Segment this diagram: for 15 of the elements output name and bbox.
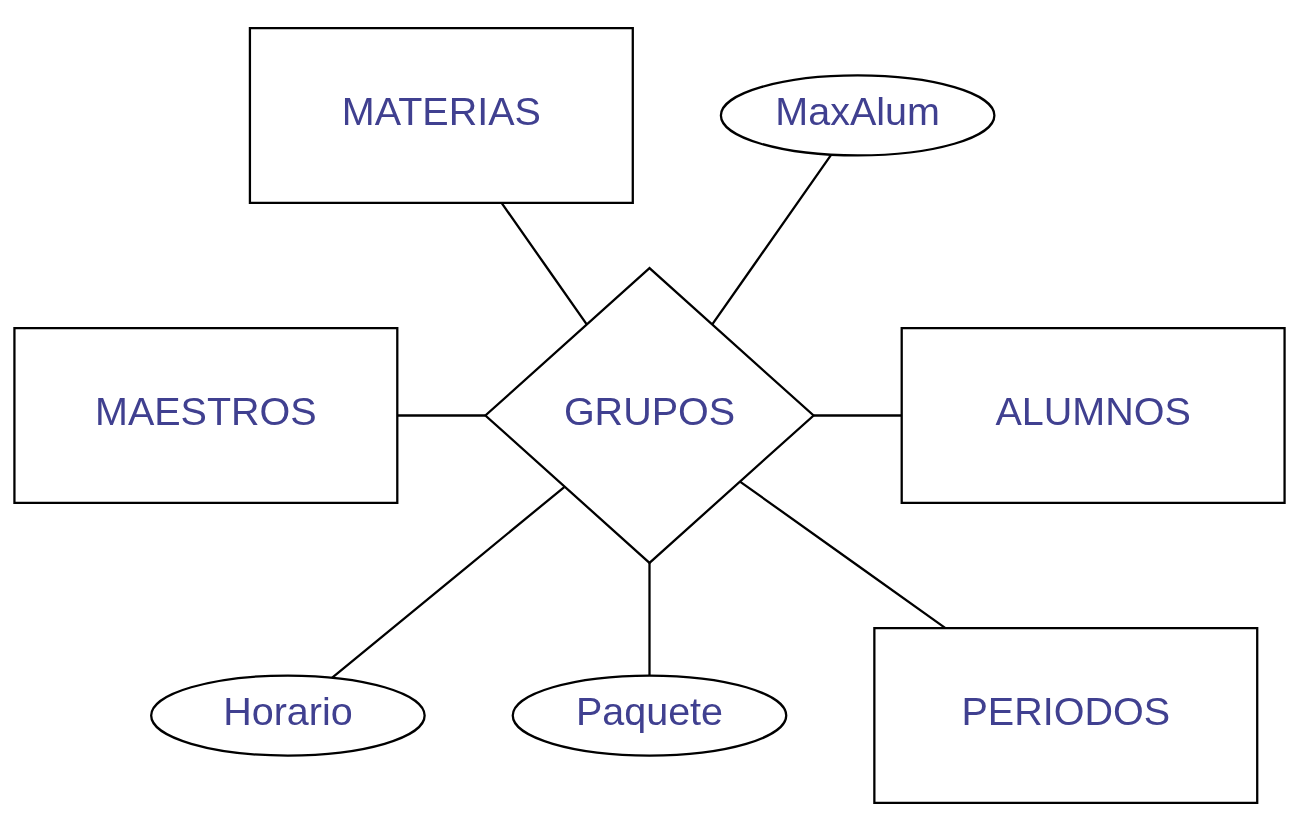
node-box: MAESTROS	[13, 326, 399, 504]
connector	[813, 413, 902, 417]
connector	[648, 562, 651, 676]
connector	[397, 413, 485, 417]
connector	[711, 153, 833, 325]
node-diamond: GRUPOS	[483, 266, 816, 564]
node-ellipse: Horario	[150, 673, 426, 757]
connector	[500, 201, 588, 325]
node-box: PERIODOS	[873, 626, 1259, 804]
node-box: MATERIAS	[248, 26, 634, 204]
node-box: ALUMNOS	[900, 326, 1286, 504]
connector	[331, 485, 565, 679]
connector	[739, 480, 946, 629]
node-ellipse: MaxAlum	[719, 73, 996, 157]
node-ellipse: Paquete	[511, 673, 788, 757]
